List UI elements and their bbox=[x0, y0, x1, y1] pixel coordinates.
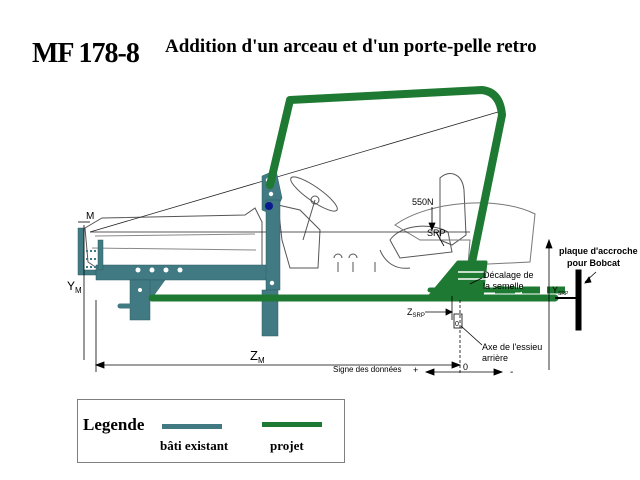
hood-outline bbox=[84, 207, 263, 271]
legend-label-project: projet bbox=[270, 438, 304, 453]
reference-lines bbox=[89, 111, 499, 233]
front-dotted-grill bbox=[86, 250, 96, 268]
legend-title: Legende bbox=[83, 415, 145, 434]
lever-2 bbox=[348, 253, 358, 272]
zm-arrow-right bbox=[451, 361, 462, 369]
hole bbox=[269, 280, 275, 286]
steering-wheel-rim bbox=[290, 176, 338, 212]
legend-swatch-existing bbox=[162, 424, 222, 429]
pedal bbox=[379, 249, 411, 269]
label-offset-2: la semelle bbox=[483, 281, 524, 291]
hole bbox=[268, 191, 274, 197]
front-axle-post bbox=[129, 279, 151, 321]
steering-column bbox=[302, 199, 316, 241]
label-force: 550N bbox=[412, 197, 434, 207]
legend-swatch-project bbox=[262, 422, 322, 427]
seat-back bbox=[439, 173, 467, 246]
axle-marker bbox=[453, 313, 463, 329]
label-zm: ZM bbox=[250, 348, 265, 365]
label-sign: Signe des données bbox=[333, 365, 402, 374]
front-upright bbox=[97, 239, 104, 271]
srp-leader bbox=[435, 231, 445, 247]
label-axle-2: arrière bbox=[482, 353, 508, 363]
bobcat-plate bbox=[555, 269, 582, 331]
zsrp-arrow bbox=[445, 308, 453, 316]
sign-axis-arrow-right bbox=[493, 368, 504, 376]
seat-cushion bbox=[389, 225, 453, 259]
grille-line bbox=[91, 247, 257, 251]
legend bbox=[77, 399, 345, 463]
hole bbox=[138, 288, 142, 292]
fender-outline bbox=[394, 202, 536, 266]
front-frame-rail bbox=[95, 264, 275, 281]
label-minus: - bbox=[510, 367, 513, 378]
tractor-sketch bbox=[84, 173, 536, 272]
label-axle-1: Axe de l'essieu bbox=[482, 342, 542, 352]
hole bbox=[163, 267, 169, 273]
ysrp-arrow-top bbox=[545, 238, 553, 249]
label-m: M bbox=[86, 211, 94, 222]
label-ym: YM bbox=[67, 279, 82, 295]
zm-arrow-left bbox=[94, 361, 105, 369]
hole bbox=[177, 267, 183, 273]
dimension-lines bbox=[78, 207, 597, 376]
mount-vertical-1 bbox=[265, 199, 281, 291]
ref-line-1 bbox=[89, 111, 499, 233]
label-ysrp: YSRP bbox=[552, 285, 569, 297]
dashboard-outline bbox=[277, 204, 321, 269]
hole bbox=[149, 267, 155, 273]
force-arrowhead bbox=[428, 222, 436, 232]
label-plate-1: plaque d'accroche bbox=[559, 246, 638, 256]
existing-frame bbox=[77, 169, 283, 337]
label-srp: SRP bbox=[427, 228, 446, 238]
rear-bracket-lines bbox=[458, 271, 486, 280]
label-zero-small: 0 bbox=[455, 321, 459, 328]
sign-axis-arrow-left bbox=[424, 368, 435, 376]
label-offset-1: Décalage de bbox=[483, 270, 534, 280]
frame-holes bbox=[135, 177, 275, 292]
hole bbox=[135, 267, 141, 273]
label-plus: + bbox=[413, 365, 418, 375]
legend-label-existing: bâti existant bbox=[160, 438, 229, 453]
label-plate-2: pour Bobcat bbox=[567, 258, 620, 268]
lever-1 bbox=[333, 253, 343, 272]
rear-bracket bbox=[426, 260, 488, 300]
axle-leader bbox=[460, 325, 483, 346]
document-code: MF 178-8 bbox=[32, 38, 140, 69]
label-zero-axis: 0 bbox=[463, 362, 468, 372]
offset-leader bbox=[469, 277, 483, 285]
document-title: Addition d'un arceau et d'un porte-pelle… bbox=[165, 36, 537, 57]
plate-leader-arrow bbox=[584, 276, 592, 284]
roll-bar-arch bbox=[266, 86, 506, 296]
label-zsrp: ZSRP bbox=[407, 307, 425, 319]
hood-crease bbox=[94, 233, 256, 237]
plate-bar bbox=[575, 269, 582, 331]
center-of-gravity-dot bbox=[265, 202, 273, 210]
